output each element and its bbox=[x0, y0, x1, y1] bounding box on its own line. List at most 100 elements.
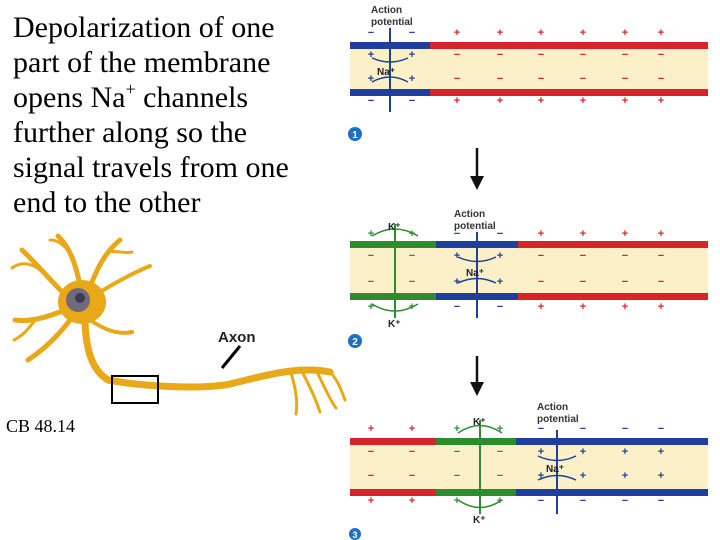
step-number: 2 bbox=[352, 337, 358, 348]
charge-sign: − bbox=[580, 423, 586, 435]
charge-sign: + bbox=[454, 250, 460, 262]
caption-line: signal travels from one bbox=[13, 151, 289, 184]
panel-1: Action potential Na⁺ −−++−−++++−−++−−++−… bbox=[348, 5, 708, 141]
cytoplasm bbox=[350, 247, 708, 293]
caption-line: Depolarization of one bbox=[13, 11, 275, 44]
charge-sign: − bbox=[368, 446, 374, 458]
charge-sign: − bbox=[497, 446, 503, 458]
charge-sign: + bbox=[658, 95, 664, 107]
charge-sign: + bbox=[368, 495, 374, 507]
charge-sign: − bbox=[409, 250, 415, 262]
charge-sign: + bbox=[454, 276, 460, 288]
depolarized-membrane bbox=[516, 489, 708, 496]
charge-sign: + bbox=[622, 470, 628, 482]
charge-sign: + bbox=[580, 446, 586, 458]
charge-sign: + bbox=[538, 470, 544, 482]
repolarized-membrane bbox=[350, 293, 436, 300]
charge-sign: + bbox=[409, 423, 415, 435]
charge-sign: + bbox=[497, 27, 503, 39]
na-label: Na⁺ bbox=[466, 268, 484, 279]
action-potential-label: Action bbox=[454, 209, 485, 220]
resting-membrane bbox=[518, 293, 708, 300]
k-label: K⁺ bbox=[473, 515, 486, 526]
charge-sign: − bbox=[368, 27, 374, 39]
caption-superscript: + bbox=[125, 79, 136, 99]
charge-sign: + bbox=[454, 495, 460, 507]
caption-line: end to the other bbox=[13, 186, 201, 219]
action-potential-label: potential bbox=[371, 17, 413, 28]
charge-sign: + bbox=[368, 49, 374, 61]
charge-sign: − bbox=[409, 27, 415, 39]
charge-sign: − bbox=[658, 495, 664, 507]
charge-sign: + bbox=[368, 228, 374, 240]
step-number: 1 bbox=[352, 130, 358, 141]
charge-sign: − bbox=[538, 49, 544, 61]
charge-sign: + bbox=[538, 27, 544, 39]
action-potential-label: potential bbox=[537, 414, 579, 425]
charge-sign: − bbox=[538, 250, 544, 262]
caption-text: channels bbox=[135, 81, 249, 114]
charge-sign: − bbox=[658, 49, 664, 61]
charge-sign: + bbox=[538, 446, 544, 458]
resting-membrane bbox=[350, 438, 436, 445]
caption-line: further along so the bbox=[13, 116, 248, 149]
charge-sign: − bbox=[658, 276, 664, 288]
charge-sign: + bbox=[368, 301, 374, 313]
charge-signs: −−++−−++++−−++−−++−−++−−++−−++−− bbox=[368, 27, 664, 107]
na-label: Na⁺ bbox=[377, 67, 395, 78]
axon-label: Axon bbox=[218, 329, 256, 346]
charge-sign: − bbox=[622, 73, 628, 85]
caption-line: part of the membrane bbox=[13, 46, 271, 79]
charge-sign: − bbox=[622, 423, 628, 435]
charge-sign: + bbox=[658, 27, 664, 39]
charge-sign: + bbox=[580, 27, 586, 39]
charge-sign: + bbox=[409, 495, 415, 507]
charge-sign: + bbox=[622, 27, 628, 39]
charge-sign: − bbox=[580, 250, 586, 262]
repolarized-membrane bbox=[350, 241, 436, 248]
charge-sign: + bbox=[454, 27, 460, 39]
charge-sign: + bbox=[538, 301, 544, 313]
charge-sign: + bbox=[622, 95, 628, 107]
charge-sign: − bbox=[538, 495, 544, 507]
caption-line: opens Na+ channels bbox=[13, 80, 353, 115]
charge-sign: + bbox=[622, 301, 628, 313]
charge-sign: − bbox=[454, 470, 460, 482]
charge-sign: + bbox=[580, 470, 586, 482]
charge-sign: − bbox=[580, 49, 586, 61]
step-number: 3 bbox=[352, 530, 357, 540]
k-label: K⁺ bbox=[473, 417, 486, 428]
charge-sign: + bbox=[409, 73, 415, 85]
down-arrow bbox=[470, 148, 484, 190]
down-arrow bbox=[470, 356, 484, 396]
charge-sign: − bbox=[409, 276, 415, 288]
charge-sign: − bbox=[580, 495, 586, 507]
charge-sign: + bbox=[409, 49, 415, 61]
charge-sign: − bbox=[497, 470, 503, 482]
charge-sign: − bbox=[658, 250, 664, 262]
step-badge bbox=[348, 334, 362, 348]
resting-membrane bbox=[518, 241, 708, 248]
charge-sign: − bbox=[454, 228, 460, 240]
charge-sign: − bbox=[368, 470, 374, 482]
resting-membrane bbox=[350, 489, 436, 496]
charge-sign: − bbox=[622, 49, 628, 61]
charge-sign: − bbox=[454, 49, 460, 61]
charge-sign: − bbox=[409, 95, 415, 107]
charge-sign: − bbox=[580, 73, 586, 85]
action-potential-label: Action bbox=[537, 402, 568, 413]
charge-sign: − bbox=[454, 446, 460, 458]
charge-sign: + bbox=[580, 301, 586, 313]
panel-3: Action potential K⁺ K⁺ Na⁺ ++−−++−−++−−+… bbox=[349, 402, 708, 540]
charge-sign: − bbox=[622, 276, 628, 288]
charge-sign: − bbox=[497, 301, 503, 313]
charge-sign: + bbox=[538, 228, 544, 240]
charge-sign: + bbox=[497, 495, 503, 507]
charge-sign: + bbox=[497, 276, 503, 288]
charge-sign: + bbox=[497, 423, 503, 435]
charge-sign: + bbox=[622, 228, 628, 240]
charge-sign: + bbox=[409, 228, 415, 240]
selection-box bbox=[111, 375, 159, 404]
charge-sign: + bbox=[454, 423, 460, 435]
